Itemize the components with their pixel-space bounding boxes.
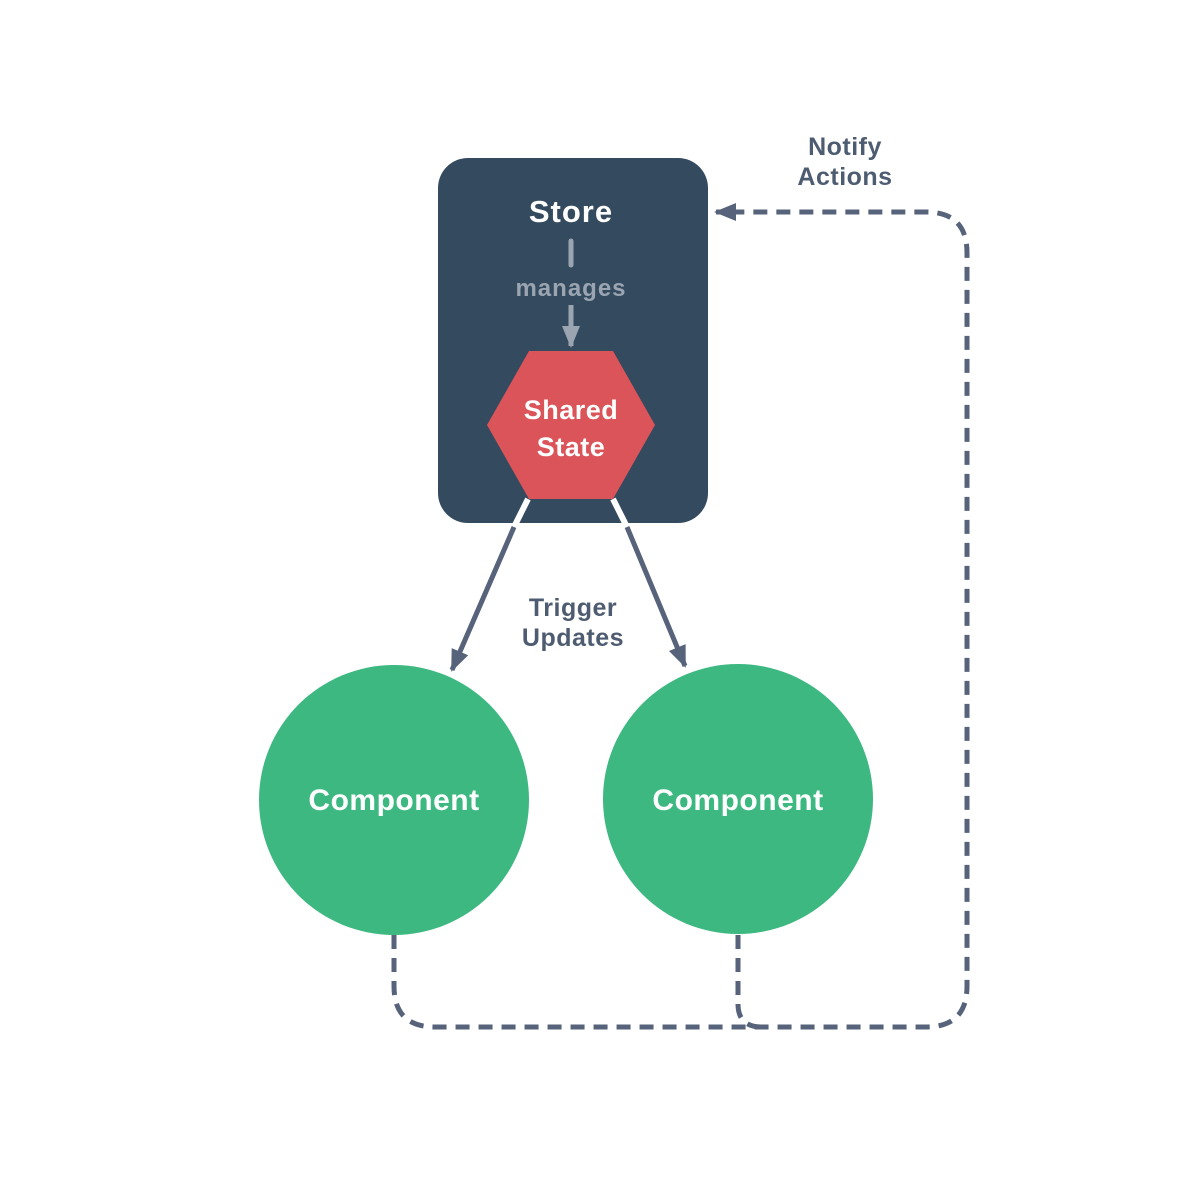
component-left-label: Component bbox=[308, 784, 479, 817]
component-left-circle bbox=[259, 665, 529, 935]
trigger-updates-label-line2: Updates bbox=[522, 624, 624, 652]
notify-actions-label-line1: Notify bbox=[808, 133, 882, 161]
notify-actions-label-line2: Actions bbox=[797, 163, 892, 191]
shared-state-hexagon bbox=[487, 351, 655, 499]
trigger-arrow-left bbox=[449, 526, 517, 672]
manages-label: manages bbox=[515, 275, 626, 302]
trigger-arrow-right-white-segment bbox=[610, 497, 630, 529]
trigger-updates-label-line1: Trigger bbox=[529, 594, 617, 622]
notify-actions-dashed-path bbox=[391, 203, 970, 1030]
shared-state-label-line1: Shared bbox=[524, 395, 619, 425]
component-right-circle bbox=[603, 664, 873, 934]
trigger-arrow-left-white-segment bbox=[511, 497, 531, 529]
store-label: Store bbox=[529, 194, 613, 229]
component-right-label: Component bbox=[652, 784, 823, 817]
trigger-arrow-right bbox=[624, 526, 688, 668]
notify-actions-dashed-branch bbox=[735, 935, 763, 1030]
shared-state-label-line2: State bbox=[537, 432, 606, 462]
